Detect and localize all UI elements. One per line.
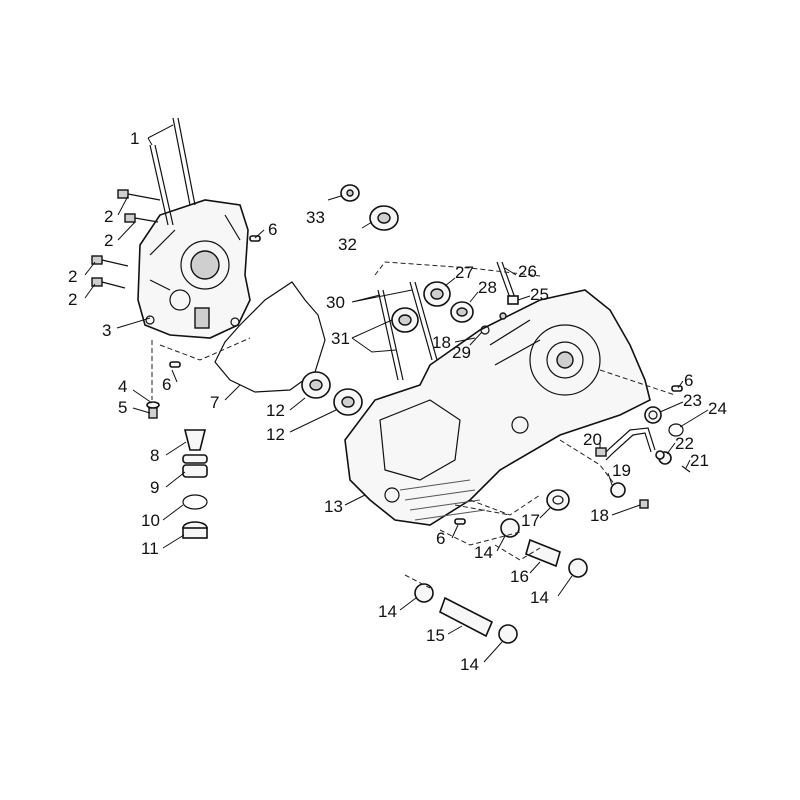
callout-30: 30 [326,293,345,312]
callout-29: 29 [452,343,471,362]
stud-bolts [149,117,196,226]
callout-23: 23 [683,391,702,410]
callout-21: 21 [690,451,709,470]
crankcase-bolts [91,189,161,289]
dowel-pins [169,235,683,525]
callout-20: 20 [583,430,602,449]
callout-10: 10 [141,511,160,530]
callout-19: 19 [612,461,631,480]
callout-31: 31 [331,329,350,348]
callout-2: 2 [68,290,77,309]
callout-6: 6 [162,375,171,394]
callout-17: 17 [521,511,540,530]
callout-6: 6 [268,220,277,239]
small-fasteners [480,295,519,335]
callout-24: 24 [708,399,727,418]
callout-14: 14 [460,655,479,674]
callout-13: 13 [324,497,343,516]
callout-6: 6 [684,371,693,390]
callout-2: 2 [104,207,113,226]
callout-18: 18 [432,333,451,352]
callout-11: 11 [141,539,159,558]
oil-pipe-assembly [595,427,691,509]
leader-lines [84,124,709,663]
callout-7: 7 [210,393,219,412]
callout-12: 12 [266,401,285,420]
alignment-lines [159,261,676,589]
callout-25: 25 [530,285,549,304]
callout-1: 1 [130,129,139,148]
callout-labels: 1 2 2 2 2 3 6 6 4 5 7 8 9 10 11 12 12 13… [68,129,727,674]
callout-33: 33 [306,208,325,227]
callout-14: 14 [530,588,549,607]
callout-32: 32 [338,235,357,254]
right-case-studs [377,281,438,381]
callout-3: 3 [102,321,111,340]
callout-22: 22 [675,434,694,453]
oil-seals [546,406,684,511]
right-crankcase-half [344,289,651,526]
callout-16: 16 [510,567,529,586]
callout-9: 9 [150,478,159,497]
stud-26 [496,261,516,299]
callout-28: 28 [478,278,497,297]
drain-plug-assembly [146,340,208,539]
left-crankcase-half [137,199,251,339]
callout-4: 4 [118,377,127,396]
callout-5: 5 [118,398,127,417]
bearings [301,205,474,416]
callout-2: 2 [68,267,77,286]
callout-6: 6 [436,529,445,548]
callout-2: 2 [104,231,113,250]
mounting-bushings [414,518,588,644]
callout-15: 15 [426,626,445,645]
callout-18: 18 [590,506,609,525]
callout-14: 14 [378,602,397,621]
callout-26: 26 [518,262,537,281]
callout-27: 27 [455,263,474,282]
callout-8: 8 [150,446,159,465]
callout-12: 12 [266,425,285,444]
callout-14: 14 [474,543,493,562]
